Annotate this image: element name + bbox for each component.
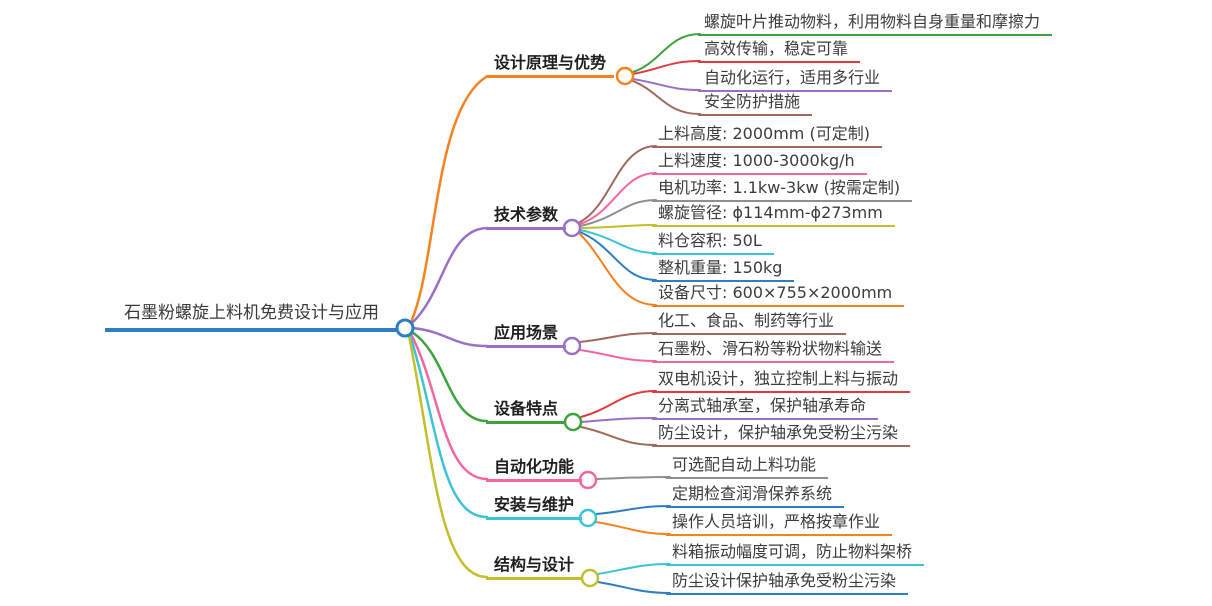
child-connector (597, 563, 671, 575)
trunk-connector-installation (408, 333, 489, 519)
branch-topic-design-principles[interactable]: 设计原理与优势 (486, 53, 615, 78)
child-connector (578, 232, 657, 306)
branch-node-circle-technical-params[interactable] (562, 218, 582, 238)
child-connector (580, 417, 657, 423)
child-connector (597, 581, 671, 594)
child-connector (632, 33, 701, 73)
trunk-connector-technical-params (410, 226, 489, 325)
subtopic[interactable]: 自动化运行，适用多行业 (698, 69, 893, 92)
subtopic[interactable]: 料箱振动幅度可调，防止物料架桥 (666, 543, 925, 566)
trunk-connector-equipment-features (410, 330, 489, 423)
subtopic[interactable]: 设备尺寸: 600×755×2000mm (652, 284, 905, 307)
child-connector (580, 426, 657, 446)
subtopic[interactable]: 分离式轴承室，保护轴承寿命 (652, 397, 879, 420)
child-connector (579, 145, 657, 223)
subtopic[interactable]: 料仓容积: 50L (652, 232, 774, 255)
child-connector (579, 231, 657, 281)
subtopic[interactable]: 石墨粉、滑石粉等粉状物料输送 (652, 340, 895, 363)
branch-topic-structure-design[interactable]: 结构与设计 (486, 555, 583, 580)
subtopic[interactable]: 可选配自动上料功能 (666, 456, 829, 479)
branch-topic-installation-maintenance[interactable]: 安装与维护 (486, 495, 583, 520)
central-topic[interactable]: 石墨粉螺旋上料机免费设计与应用 (105, 303, 398, 332)
branch-node-circle-automation[interactable] (578, 470, 598, 490)
child-connector (579, 349, 657, 362)
subtopic[interactable]: 操作人员培训，严格按章作业 (666, 513, 893, 536)
child-connector (579, 332, 657, 343)
root-node-circle[interactable] (395, 318, 415, 338)
subtopic[interactable]: 安全防护措施 (698, 93, 813, 116)
subtopic[interactable]: 防尘设计保护轴承免受粉尘污染 (666, 572, 909, 595)
branch-node-circle-structure[interactable] (580, 568, 600, 588)
child-connector (579, 229, 657, 254)
subtopic[interactable]: 高效传输，稳定可靠 (698, 40, 861, 63)
branch-topic-application-scenarios[interactable]: 应用场景 (486, 323, 567, 348)
branch-topic-technical-params[interactable]: 技术参数 (486, 205, 567, 230)
child-connector (632, 60, 701, 75)
subtopic[interactable]: 定期检查润滑保养系统 (666, 485, 845, 508)
trunk-connector-structure (407, 334, 489, 579)
trunk-connector-design-principles (409, 75, 488, 324)
child-connector (579, 199, 657, 227)
child-connector (632, 78, 701, 91)
subtopic[interactable]: 上料高度: 2000mm (可定制) (652, 125, 882, 148)
branch-topic-automation[interactable]: 自动化功能 (486, 457, 583, 482)
child-connector (580, 224, 657, 229)
child-connector (595, 521, 671, 535)
child-connector (632, 80, 701, 115)
subtopic[interactable]: 化工、食品、制药等行业 (652, 312, 847, 335)
child-connector (595, 505, 671, 515)
branch-node-circle-application-scenarios[interactable] (562, 336, 582, 356)
branch-topic-equipment-features[interactable]: 设备特点 (486, 399, 567, 424)
child-connector (579, 172, 657, 225)
trunk-connector-application-scenarios (411, 326, 489, 348)
subtopic[interactable]: 整机重量: 150kg (652, 259, 795, 282)
child-connector (580, 390, 657, 418)
trunk-connector-automation (409, 332, 489, 481)
branch-node-circle-equipment-features[interactable] (563, 412, 583, 432)
branch-node-circle-installation[interactable] (578, 508, 598, 528)
child-connector (595, 476, 671, 480)
subtopic[interactable]: 上料速度: 1000-3000kg/h (652, 152, 867, 175)
subtopic[interactable]: 螺旋管径: ϕ114mm-ϕ273mm (652, 204, 895, 227)
branch-node-circle-design-principles[interactable] (615, 66, 635, 86)
subtopic[interactable]: 螺旋叶片推动物料，利用物料自身重量和摩擦力 (698, 13, 1053, 36)
subtopic[interactable]: 双电机设计，独立控制上料与振动 (652, 370, 911, 393)
subtopic[interactable]: 电机功率: 1.1kw-3kw (按需定制) (652, 179, 913, 202)
subtopic[interactable]: 防尘设计，保护轴承免受粉尘污染 (652, 424, 911, 447)
